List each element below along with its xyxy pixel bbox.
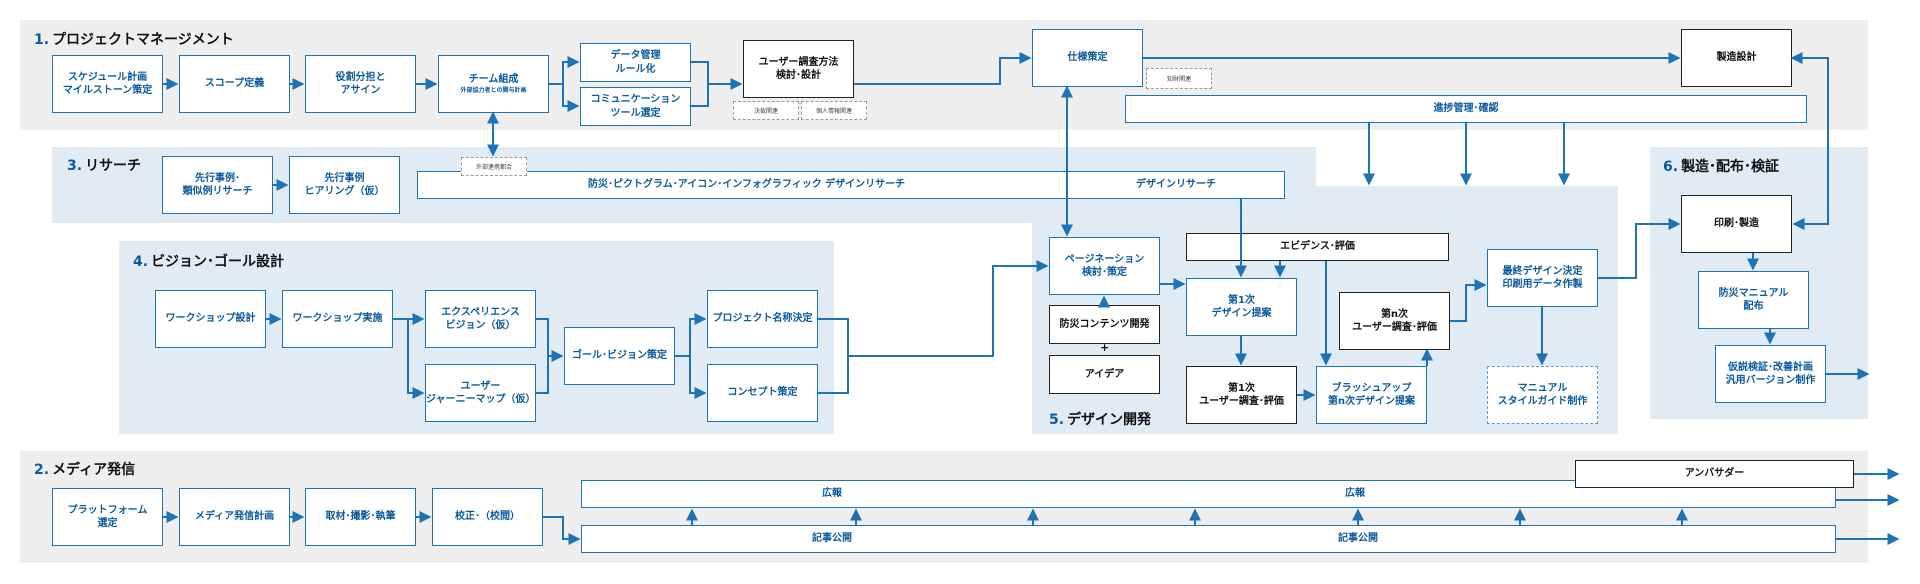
node-platform: プラットフォーム 選定: [52, 488, 163, 546]
node-schedule: スケジュール計画 マイルストーン策定: [52, 55, 163, 113]
node-comm-tools: コミュニケーション ツール選定: [580, 87, 691, 126]
node-roles: 役割分担と アサイン: [305, 55, 416, 113]
bar-pr: 広報 広報: [581, 480, 1836, 508]
node-research-hearing: 先行事例 ヒアリング（仮）: [289, 156, 400, 214]
section-title-project-management: 1.プロジェクトマネージメント: [34, 32, 234, 48]
research-bar: 防災･ピクトグラム･アイコン･インフォグラフィック デザインリサーチ デザインリ…: [417, 171, 1285, 199]
node-evidence: エビデンス･評価: [1186, 233, 1449, 261]
node-styleguide: マニュアル スタイルガイド制作: [1487, 366, 1598, 424]
plus-sign: +: [1100, 341, 1110, 354]
node-pagination: ページネーション 検討･策定: [1049, 237, 1160, 295]
node-ws-design: ワークショップ設計: [155, 290, 266, 348]
node-first-survey: 第1次 ユーザー調査･評価: [1186, 366, 1297, 424]
node-scope: スコープ定義: [179, 55, 290, 113]
bar-pr-label-2: 広報: [1345, 488, 1365, 500]
node-goal: ゴール･ビジョン策定: [564, 327, 675, 385]
node-naming: プロジェクト名称決定: [707, 290, 818, 348]
node-ws-run: ワークショップ実施: [282, 290, 393, 348]
node-team-title: チーム組成: [468, 74, 519, 86]
node-team-sub: 外部協力者との関与計画: [460, 86, 527, 94]
bar-article: 記事公開 記事公開: [581, 525, 1836, 553]
node-survey-method: ユーザー調査方法 検討･設計: [743, 40, 854, 98]
section-title-design: 5.デザイン開発: [1049, 412, 1152, 428]
node-experience: エクスペリエンス ビジョン（仮）: [425, 290, 536, 348]
node-interview: 取材･撮影･執筆: [305, 488, 416, 546]
node-final: 最終デザイン決定 印刷用データ作製: [1487, 249, 1598, 307]
research-bar-label-2: デザインリサーチ: [1136, 179, 1216, 191]
tag-external: 外部連携都合: [461, 157, 527, 176]
node-proof: 校正･（校閲）: [432, 488, 543, 546]
node-research-cases: 先行事例･ 類似例リサーチ: [162, 156, 273, 214]
node-concept: コンセプト策定: [707, 364, 818, 422]
section-title-vision: 4.ビジョン･ゴール設計: [133, 254, 285, 270]
section-title-manufacture: 6.製造･配布･検証: [1663, 159, 1780, 175]
node-media-plan: メディア発信計画: [179, 488, 290, 546]
bar-pr-label-1: 広報: [822, 488, 842, 500]
node-team: チーム組成 外部協力者との関与計画: [438, 55, 549, 113]
node-journey: ユーザー ジャーニーマップ（仮）: [425, 364, 536, 422]
bar-article-label-1: 記事公開: [812, 533, 852, 545]
section-title-media: 2.メディア発信: [34, 462, 136, 478]
node-nth-survey: 第n次 ユーザー調査･評価: [1339, 292, 1450, 350]
node-idea: アイデア: [1049, 355, 1160, 394]
research-bar-label: 防災･ピクトグラム･アイコン･インフォグラフィック デザインリサーチ: [588, 179, 906, 191]
node-spec: 仕様策定: [1032, 29, 1143, 87]
node-distribute: 防災マニュアル 配布: [1698, 271, 1809, 329]
node-progress: 進捗管理･確認: [1125, 95, 1807, 123]
tag-contract: 決裁関連: [733, 101, 799, 120]
node-print: 印刷･製造: [1681, 195, 1792, 253]
node-data-rules: データ管理 ルール化: [580, 43, 691, 82]
tag-ip: 知財関連: [1146, 68, 1212, 89]
node-manufacture-design: 製造設計: [1681, 29, 1792, 87]
bar-ambassador: アンバサダー: [1575, 460, 1854, 488]
node-first-proposal: 第1次 デザイン提案: [1186, 278, 1297, 336]
node-brushup: ブラッシュアップ 第n次デザイン提案: [1316, 366, 1427, 424]
tag-privacy: 個人情報関連: [801, 101, 867, 120]
node-content-dev: 防災コンテンツ開発: [1049, 305, 1160, 344]
bar-article-label-2: 記事公開: [1338, 533, 1378, 545]
node-verify: 仮説検証･改善計画 汎用バージョン制作: [1715, 345, 1826, 403]
section-title-research: 3.リサーチ: [67, 158, 142, 174]
